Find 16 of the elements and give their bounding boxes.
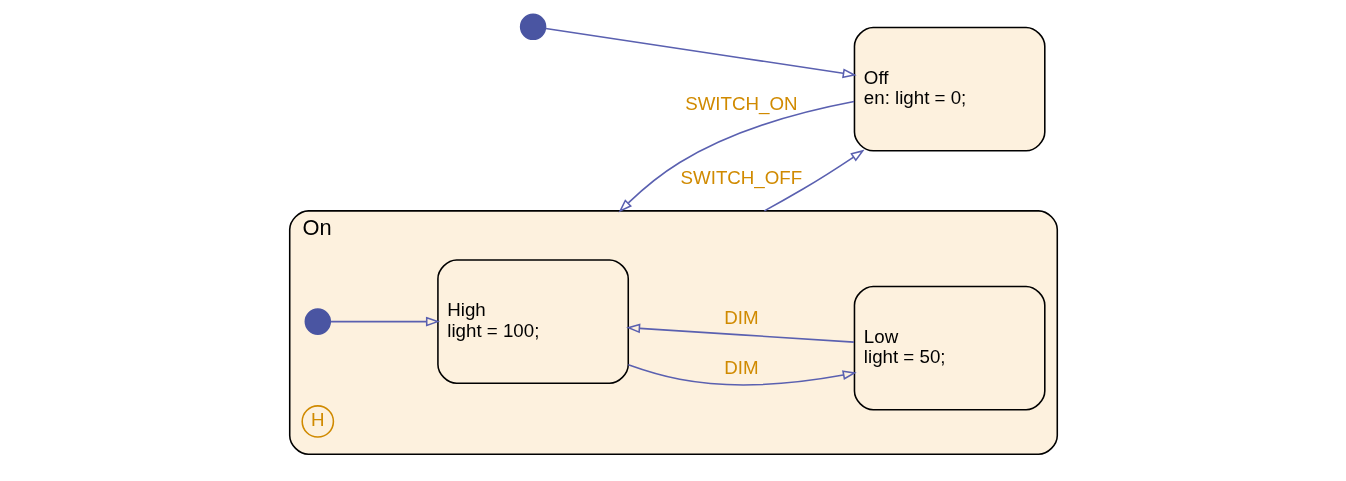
edge-label: SWITCH_ON [684, 93, 798, 115]
edge-label: DIM [723, 357, 759, 379]
node-circle [519, 13, 546, 41]
node-box: Off en: light = 0; [853, 26, 1046, 152]
node-circle [304, 308, 331, 335]
node-box: Low light = 50; [853, 285, 1046, 411]
arrow [329, 316, 440, 327]
arrow [618, 100, 855, 213]
edge-label: DIM [723, 307, 759, 329]
edge-label: SWITCH_OFF [680, 166, 802, 188]
arrow [625, 323, 855, 343]
node-circle: H [300, 405, 334, 438]
node-box: High light = 100; [436, 259, 629, 385]
arrow [627, 364, 857, 386]
arrow [763, 149, 865, 212]
arrow [544, 27, 857, 79]
